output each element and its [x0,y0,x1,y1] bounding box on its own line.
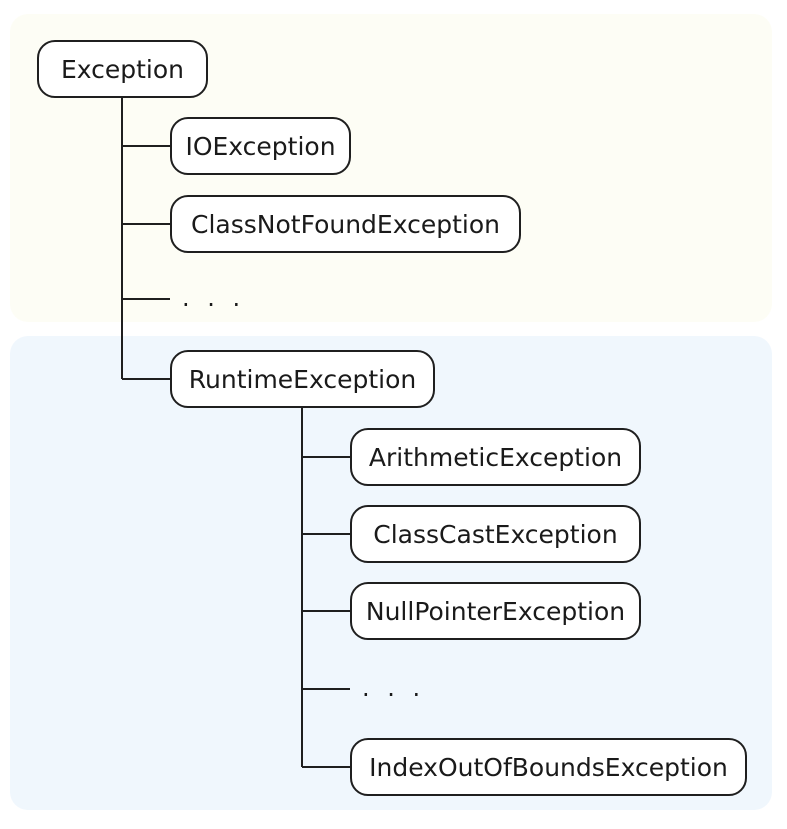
node-classcastexception: ClassCastException [350,505,641,563]
node-runtimeexception: RuntimeException [170,350,435,408]
checked-ellipsis: . . . [182,284,246,312]
runtime-ellipsis: . . . [362,674,426,702]
node-exception: Exception [37,40,208,98]
node-arithmeticexception: ArithmeticException [350,428,641,486]
node-ioexception: IOException [170,117,351,175]
node-indexoutofboundsexception: IndexOutOfBoundsException [350,738,747,796]
node-nullpointerexception: NullPointerException [350,582,641,640]
runtime-exceptions-zone [10,336,772,810]
node-classnotfoundexception: ClassNotFoundException [170,195,521,253]
